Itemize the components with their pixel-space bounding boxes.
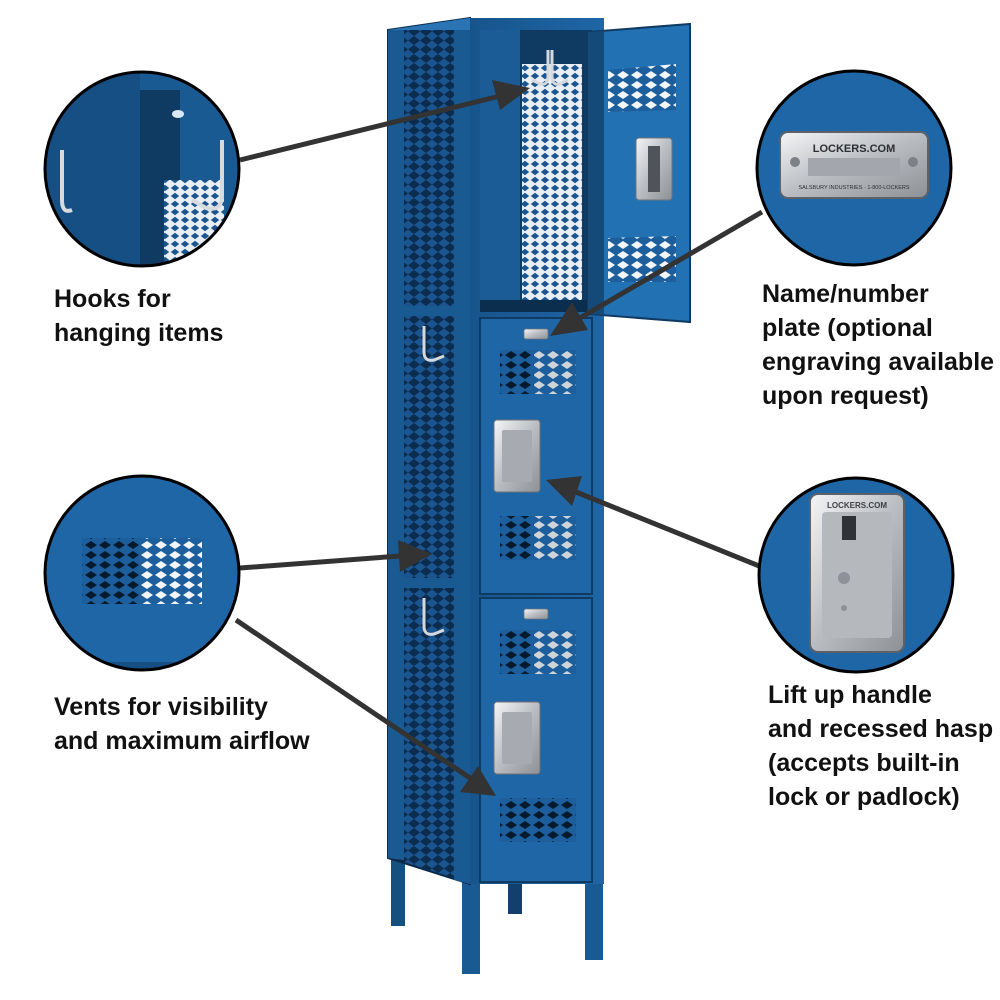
open-compartment — [480, 30, 592, 312]
arrow-vents-side — [239, 540, 432, 572]
locker-leg — [508, 880, 522, 914]
locker-leg — [391, 860, 405, 926]
hook-icon — [422, 326, 445, 362]
plate-title: LOCKERS.COM — [813, 143, 896, 155]
callout-label-vents: Vents for visibility and maximum airflow — [54, 693, 310, 755]
hook-icon — [531, 50, 550, 86]
hook-icon — [191, 140, 224, 211]
plate-subtitle: SALSBURY INDUSTRIES · 1-800-LOCKERS — [798, 185, 909, 191]
diamond-vent-icon — [608, 64, 676, 112]
hook-icon — [60, 150, 73, 213]
hasp-text: LOCKERS.COM — [827, 501, 887, 510]
callout-circle-plate: LOCKERS.COM SALSBURY INDUSTRIES · 1-800-… — [755, 69, 953, 267]
callout-label-hooks: Hooks for hanging items — [54, 285, 224, 347]
diamond-vent-icon — [500, 798, 576, 842]
arrow-hooks — [239, 80, 530, 163]
callout-circle-handle: LOCKERS.COM — [757, 476, 955, 674]
hook-icon — [550, 50, 569, 86]
callout-circle-hooks — [43, 70, 241, 268]
hook-icon — [422, 598, 445, 636]
locker-leg — [462, 882, 480, 974]
arrow-plate — [550, 209, 764, 336]
diamond-vent-icon — [140, 538, 202, 604]
callout-label-handle: Lift up handle and recessed hasp (accept… — [768, 681, 994, 811]
callout-circle-vents — [43, 474, 241, 672]
name-plate-icon — [523, 608, 549, 620]
arrow-handle — [546, 476, 765, 571]
locker-leg — [585, 880, 603, 960]
diamond-vent-icon — [608, 236, 676, 282]
name-plate-icon — [523, 328, 549, 340]
arrow-vents-bottom — [234, 617, 496, 796]
diamond-vent-icon — [82, 538, 148, 604]
locker-door-bottom — [479, 597, 593, 883]
open-door — [587, 22, 691, 324]
callout-arrows — [234, 80, 765, 796]
callout-label-plate: Name/number plate (optional engraving av… — [762, 280, 995, 410]
locker-door-middle — [479, 317, 593, 595]
locker-unit — [387, 16, 691, 974]
